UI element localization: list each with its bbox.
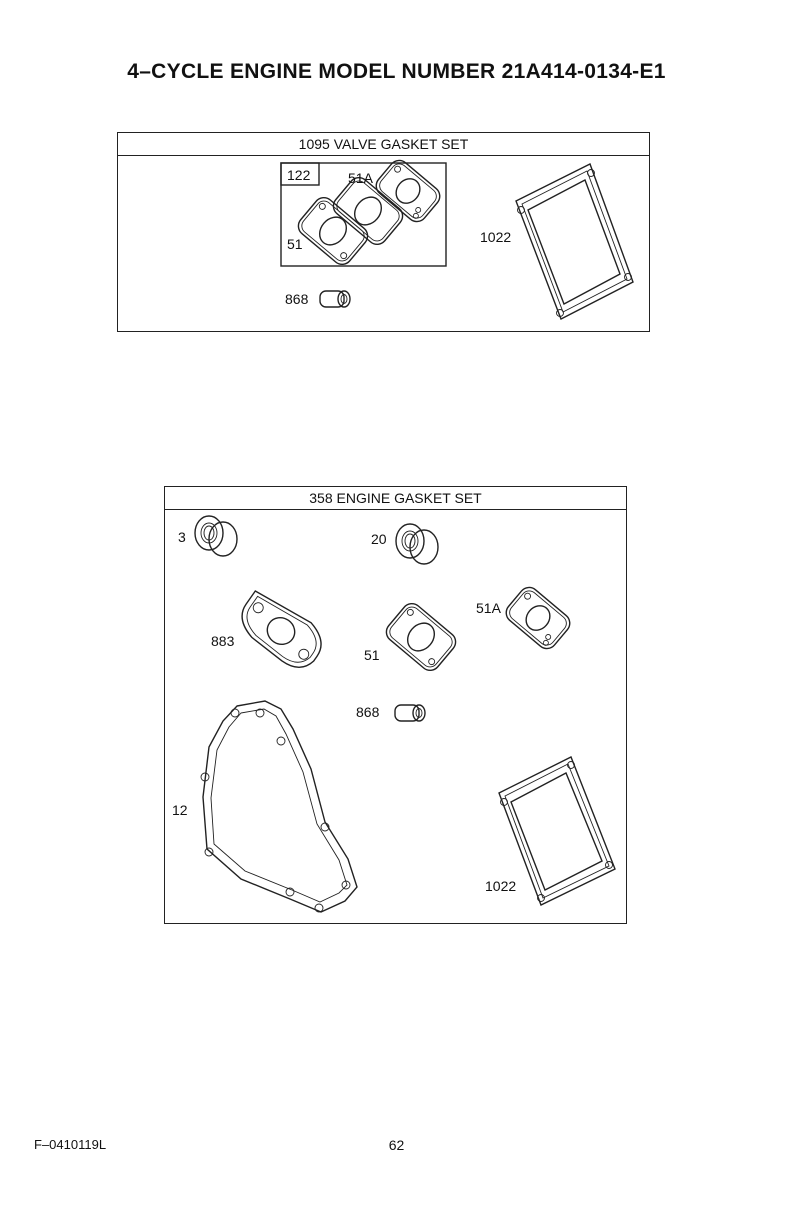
kit-label: 122 [287, 167, 311, 183]
gasket-51-label: 51 [364, 647, 380, 663]
gasket-51a-label: 51A [348, 170, 374, 186]
rocker-cover-gasket [499, 757, 615, 905]
engine-gasket-set-panel: 358 ENGINE GASKET SET 3 20 883 [164, 486, 627, 924]
valve-gasket-set-diagram: 122 51A 51 [118, 133, 649, 331]
page-number: 62 [0, 1137, 793, 1153]
gasket-51-label: 51 [287, 236, 303, 252]
crankcase-gasket [201, 701, 357, 912]
engine-gasket-set-diagram: 3 20 883 51 [165, 487, 626, 923]
valve-stem-seal [320, 291, 350, 307]
oil-seal-20 [396, 524, 438, 564]
carburetor-gasket-51a [502, 583, 574, 652]
carburetor-gasket-51a [372, 156, 444, 225]
rocker-gasket-label: 1022 [480, 229, 511, 245]
valve-seal-label: 868 [285, 291, 309, 307]
crankcase-gasket-label: 12 [172, 802, 188, 818]
gasket-883 [231, 586, 331, 676]
oil-seal-3 [195, 516, 237, 556]
rocker-cover-gasket [516, 164, 633, 319]
valve-gasket-set-panel: 1095 VALVE GASKET SET 122 51A [117, 132, 650, 332]
valve-seal-label: 868 [356, 704, 380, 720]
rocker-gasket-label: 1022 [485, 878, 516, 894]
seal-20-label: 20 [371, 531, 387, 547]
intake-gasket-51 [382, 600, 459, 675]
valve-stem-seal [395, 705, 425, 721]
page-title: 4–CYCLE ENGINE MODEL NUMBER 21A414-0134-… [0, 60, 793, 84]
gasket-51a-label: 51A [476, 600, 502, 616]
gasket-883-label: 883 [211, 633, 235, 649]
seal-3-label: 3 [178, 529, 186, 545]
